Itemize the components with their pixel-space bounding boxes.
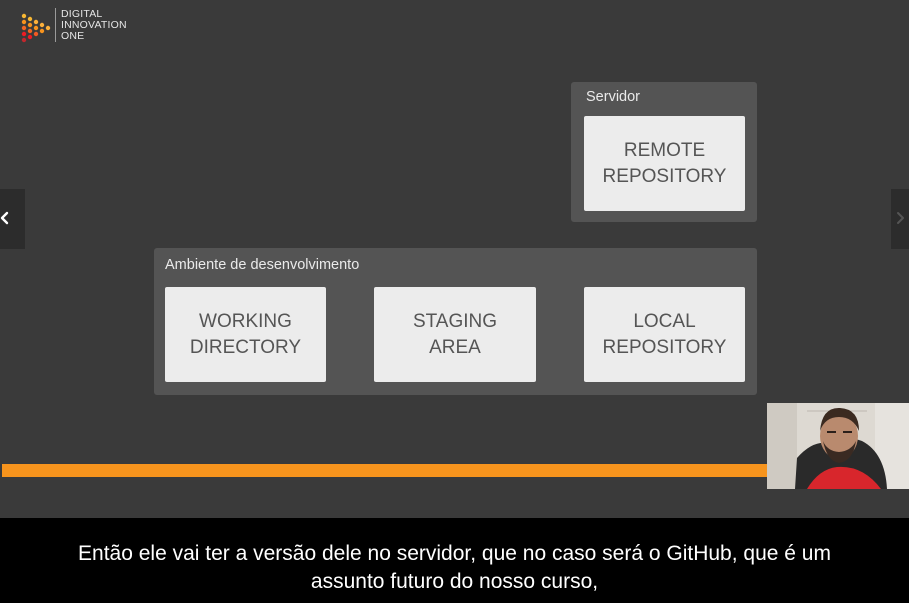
dio-logo-icon	[21, 13, 51, 43]
video-progress-bar[interactable]	[2, 464, 768, 477]
working-directory-label: WORKING DIRECTORY	[189, 310, 302, 358]
logo-line-2: INNOVATION	[61, 19, 127, 31]
instructor-video-frame	[767, 403, 909, 489]
logo-wordmark: DIGITAL INNOVATION ONE	[61, 9, 127, 42]
logo-divider	[55, 8, 56, 42]
working-directory-box: WORKING DIRECTORY	[165, 287, 326, 382]
video-slide: DIGITAL INNOVATION ONE Servidor REMOTE R…	[0, 0, 909, 518]
remote-repository-label: REMOTE REPOSITORY	[602, 139, 727, 187]
chevron-left-icon	[0, 211, 9, 225]
logo-line-1: DIGITAL	[61, 8, 103, 20]
subtitle-line-2: assunto futuro do nosso curso,	[310, 570, 599, 593]
video-subtitle: Então ele vai ter a versão dele no servi…	[0, 540, 909, 596]
chevron-right-icon	[897, 212, 904, 224]
dio-logo: DIGITAL INNOVATION ONE	[20, 8, 150, 44]
local-repository-label: LOCAL REPOSITORY	[602, 310, 727, 358]
remote-repository-box: REMOTE REPOSITORY	[584, 116, 745, 211]
caption-bar	[0, 518, 909, 603]
dev-environment-panel: Ambiente de desenvolvimento WORKING DIRE…	[154, 248, 757, 395]
subtitle-line-1: Então ele vai ter a versão dele no servi…	[78, 542, 831, 565]
instructor-webcam	[767, 403, 909, 489]
staging-area-box: STAGING AREA	[374, 287, 536, 382]
local-repository-box: LOCAL REPOSITORY	[584, 287, 745, 382]
staging-area-label: STAGING AREA	[412, 310, 498, 358]
server-panel-label: Servidor	[586, 89, 640, 105]
next-slide-button[interactable]	[891, 189, 909, 249]
logo-line-3: ONE	[61, 30, 85, 42]
dev-environment-label: Ambiente de desenvolvimento	[165, 257, 360, 273]
previous-slide-button[interactable]	[0, 189, 25, 249]
server-panel: Servidor REMOTE REPOSITORY	[571, 82, 757, 222]
